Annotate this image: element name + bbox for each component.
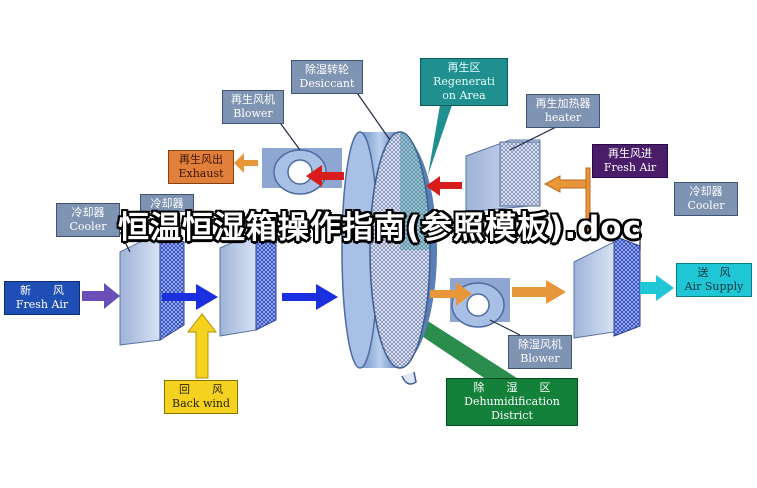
cooler-right-unit xyxy=(573,235,641,339)
regeneration-area-label-cn: 再生区 xyxy=(447,61,481,74)
air-supply-label: 送 风 Air Supply xyxy=(676,263,752,297)
fresh-air-label-en: Fresh Air xyxy=(15,298,69,311)
wheel-rotation-arrow xyxy=(401,371,417,385)
regen-blower-label: 再生风机 Blower xyxy=(222,90,284,124)
regen-heater-label: 再生加热器 heater xyxy=(526,94,600,128)
dehum-district-label-en2: District xyxy=(491,409,533,422)
back-wind-label: 回 风 Back wind xyxy=(164,380,238,414)
cooler-second-unit xyxy=(219,231,277,337)
dehum-district-label: 除 湿 区 Dehumidification District xyxy=(446,378,578,426)
fresh-air-label-cn: 新 风 xyxy=(20,284,64,297)
back-wind-label-en: Back wind xyxy=(171,397,231,410)
cooler-right-label-cn: 冷却器 xyxy=(689,185,723,198)
cooler-left-label-cn: 冷却器 xyxy=(71,206,105,219)
regen-blower-unit xyxy=(262,148,342,195)
desiccant-label: 除湿转轮 Desiccant xyxy=(291,60,363,94)
leader-lines xyxy=(119,89,641,336)
regeneration-area-pointer xyxy=(428,105,452,175)
regen-exhaust-label-en: Exhaust xyxy=(178,167,224,180)
desiccant-label-cn: 除湿转轮 xyxy=(305,63,349,76)
desiccant-wheel xyxy=(341,131,437,369)
exhaust-arrow xyxy=(234,153,258,173)
fresh-air-arrow xyxy=(82,283,120,309)
dehum-blower-label-cn: 除湿风机 xyxy=(518,338,562,351)
process-air-arrows xyxy=(162,284,338,310)
dehum-district-label-en1: Dehumidification xyxy=(464,395,560,408)
regen-heater-label-cn: 再生加热器 xyxy=(535,97,591,110)
regen-exhaust-label-cn: 再生风出 xyxy=(179,153,223,166)
cooler-left-unit xyxy=(119,231,185,346)
regen-blower-label-cn: 再生风机 xyxy=(231,93,275,106)
desiccant-label-en: Desiccant xyxy=(299,77,355,90)
regeneration-area-label-en1: Regenerati xyxy=(433,75,495,88)
dehum-blower-label-en: Blower xyxy=(520,352,560,365)
regen-exhaust-label: 再生风出 Exhaust xyxy=(168,150,234,184)
regen-heater-unit xyxy=(465,139,541,213)
back-wind-label-cn: 回 风 xyxy=(179,383,223,396)
back-wind-arrow xyxy=(186,313,218,379)
regen-fresh-air-label-cn: 再生风进 xyxy=(608,147,652,160)
air-supply-arrow xyxy=(640,275,674,301)
air-supply-label-cn: 送 风 xyxy=(697,266,731,279)
regen-fresh-air-arrow xyxy=(543,167,591,239)
regen-fresh-air-label-en: Fresh Air xyxy=(603,161,657,174)
regeneration-area-label: 再生区 Regenerati on Area xyxy=(420,58,508,106)
regeneration-area-label-en2: on Area xyxy=(442,89,486,102)
cooler-left-label: 冷却器 Cooler xyxy=(56,203,120,237)
cooler-left-label-en: Cooler xyxy=(69,220,107,233)
regen-air-arrows xyxy=(306,165,462,196)
dehum-district-label-cn: 除 湿 区 xyxy=(473,381,551,394)
regen-blower-label-en: Blower xyxy=(233,107,273,120)
regen-fresh-air-label: 再生风进 Fresh Air xyxy=(592,144,668,178)
dehum-blower-label: 除湿风机 Blower xyxy=(508,335,572,369)
document-title: 恒温恒湿箱操作指南(参照模板).doc xyxy=(118,210,642,246)
cooler-right-label-en: Cooler xyxy=(687,199,725,212)
cooler-right-label: 冷却器 Cooler xyxy=(674,182,738,216)
air-supply-label-en: Air Supply xyxy=(684,280,744,293)
dry-air-arrows xyxy=(430,280,566,306)
regen-heater-label-en: heater xyxy=(544,111,582,124)
fresh-air-label: 新 风 Fresh Air xyxy=(4,281,80,315)
cooler-second-label-cn: 冷却器 xyxy=(150,197,184,210)
cooler-second-label: 冷却器 xyxy=(140,194,194,212)
